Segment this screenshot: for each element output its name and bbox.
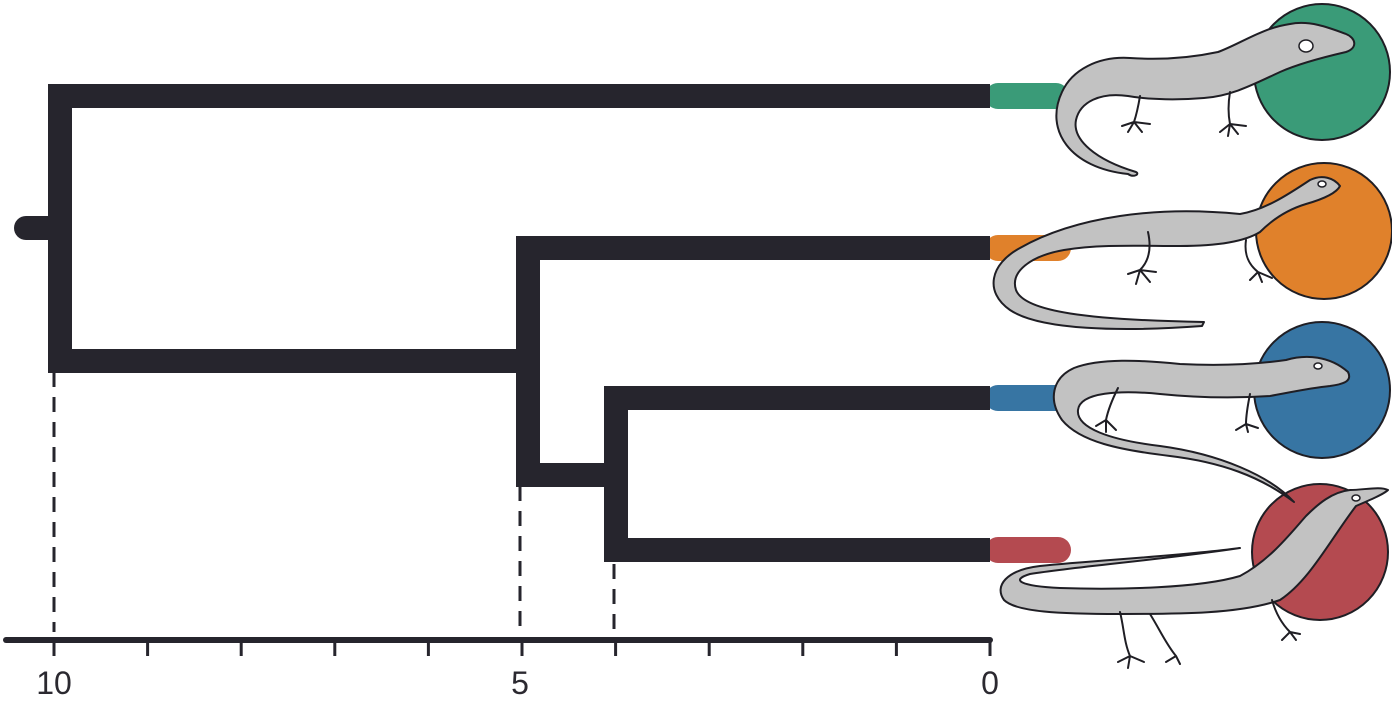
time-axis: 10 5 0 [3, 637, 999, 701]
clade-root [48, 84, 990, 373]
long-tailed-lizard-icon [992, 176, 1341, 330]
clade-node-4 [604, 386, 990, 562]
axis-ticks [52, 640, 992, 656]
tick-label-5: 5 [511, 665, 529, 701]
clade-node-5 [516, 236, 990, 487]
tick-label-0: 0 [981, 665, 999, 701]
gecko-icon [1055, 22, 1356, 177]
slender-lizard-icon [999, 487, 1389, 669]
tick-label-10: 10 [36, 665, 72, 701]
skink-like-lizard-icon [1053, 355, 1351, 503]
tree-branches [14, 84, 990, 562]
